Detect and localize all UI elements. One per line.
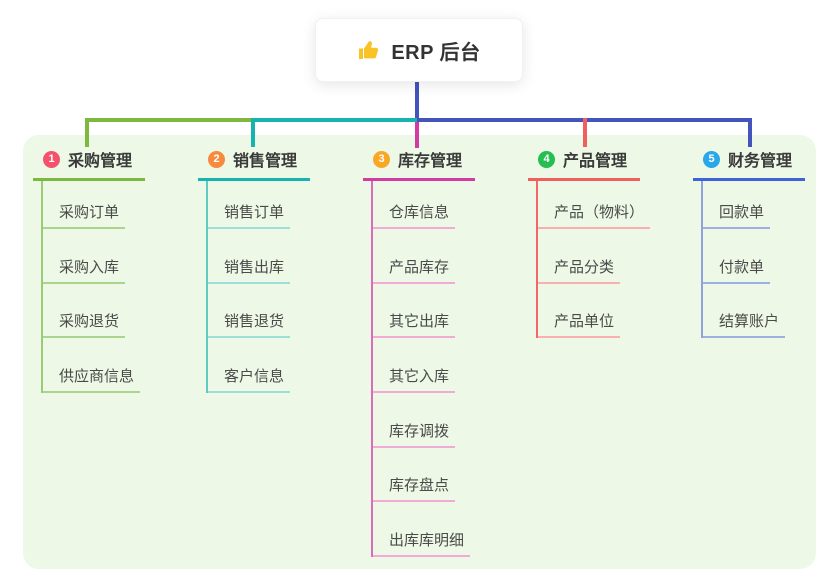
node-label: 采购退货 [59,313,120,331]
branch-heading[interactable]: 2 销售管理 [198,147,310,181]
bus-connector-mid [253,118,417,122]
branch-purchase: 1 采购管理 采购订单 采购入库 采购退货 供应商信息 [33,147,145,394]
branch-finance: 5 财务管理 回款单 付款单 结算账户 [693,147,805,339]
branch-children: 采购订单 采购入库 采购退货 供应商信息 [41,181,141,394]
node-item[interactable]: 产品库存 [373,229,456,284]
branch-children: 产品（物料） 产品分类 产品单位 [536,181,651,339]
node-item[interactable]: 销售退货 [208,284,291,339]
branch-children: 回款单 付款单 结算账户 [701,181,786,339]
thumbs-up-icon [357,38,381,62]
drop-connector-inventory [415,122,419,148]
node-label: 客户信息 [224,368,285,386]
drop-connector-purchase [85,118,89,147]
node-item[interactable]: 其它出库 [373,284,456,339]
node-label: 销售退货 [224,313,285,331]
node-label: 产品分类 [554,258,615,276]
node-label: 出库库明细 [389,532,465,550]
node-label: 结算账户 [719,313,780,331]
node-label: 库存调拨 [389,422,450,440]
branch-label: 产品管理 [563,153,628,170]
node-item[interactable]: 产品（物料） [538,181,651,229]
node-item[interactable]: 客户信息 [208,338,291,394]
node-label: 回款单 [719,204,765,221]
node-label: 产品单位 [554,313,615,331]
node-label: 库存盘点 [389,477,450,495]
branch-children: 销售订单 销售出库 销售退货 客户信息 [206,181,291,394]
branch-heading[interactable]: 3 库存管理 [363,147,475,181]
branch-inventory: 3 库存管理 仓库信息 产品库存 其它出库 其它入库 库存调拨 库存盘点 出库库… [363,147,475,558]
node-item[interactable]: 结算账户 [703,284,786,339]
branch-label: 销售管理 [233,153,298,170]
branch-number-badge: 2 [208,150,225,168]
branch-label: 库存管理 [398,153,463,170]
node-item[interactable]: 其它入库 [373,338,456,394]
node-item[interactable]: 产品分类 [538,229,621,284]
drop-connector-finance [748,118,752,147]
node-item[interactable]: 库存调拨 [373,393,456,448]
node-item[interactable]: 库存盘点 [373,448,456,503]
node-label: 供应商信息 [59,368,135,386]
node-item[interactable]: 销售订单 [208,181,291,229]
node-item[interactable]: 采购入库 [43,229,126,284]
node-label: 其它出库 [389,313,450,331]
node-label: 其它入库 [389,368,450,386]
node-item[interactable]: 产品单位 [538,284,621,339]
branch-number-badge: 3 [373,150,390,168]
node-label: 销售订单 [224,204,285,221]
root-node[interactable]: ERP 后台 [315,18,523,82]
node-item[interactable]: 仓库信息 [373,181,456,229]
bus-connector-left [85,118,253,122]
node-item[interactable]: 出库库明细 [373,502,471,558]
node-label: 仓库信息 [389,204,450,221]
branch-label: 采购管理 [68,153,133,170]
node-item[interactable]: 销售出库 [208,229,291,284]
branch-number-badge: 1 [43,150,60,168]
node-label: 采购入库 [59,258,120,276]
node-label: 产品库存 [389,258,450,276]
node-label: 销售出库 [224,258,285,276]
node-item[interactable]: 采购退货 [43,284,126,339]
root-label: ERP 后台 [391,41,481,64]
root-stem-connector [415,82,419,120]
branches-panel: 1 采购管理 采购订单 采购入库 采购退货 供应商信息 2 销售管理 销售订单 … [23,135,816,569]
branch-children: 仓库信息 产品库存 其它出库 其它入库 库存调拨 库存盘点 出库库明细 [371,181,471,558]
branch-number-badge: 4 [538,150,555,168]
node-item[interactable]: 回款单 [703,181,771,229]
node-label: 采购订单 [59,204,120,221]
branch-heading[interactable]: 4 产品管理 [528,147,640,181]
node-item[interactable]: 采购订单 [43,181,126,229]
branch-sales: 2 销售管理 销售订单 销售出库 销售退货 客户信息 [198,147,310,394]
node-item[interactable]: 供应商信息 [43,338,141,394]
node-label: 产品（物料） [554,204,645,221]
branch-product: 4 产品管理 产品（物料） 产品分类 产品单位 [528,147,651,339]
drop-connector-product [583,118,587,147]
branch-heading[interactable]: 1 采购管理 [33,147,145,181]
node-item[interactable]: 付款单 [703,229,771,284]
branch-label: 财务管理 [728,153,793,170]
branch-number-badge: 5 [703,150,720,168]
branch-heading[interactable]: 5 财务管理 [693,147,805,181]
node-label: 付款单 [719,258,765,276]
drop-connector-sales [251,118,255,147]
